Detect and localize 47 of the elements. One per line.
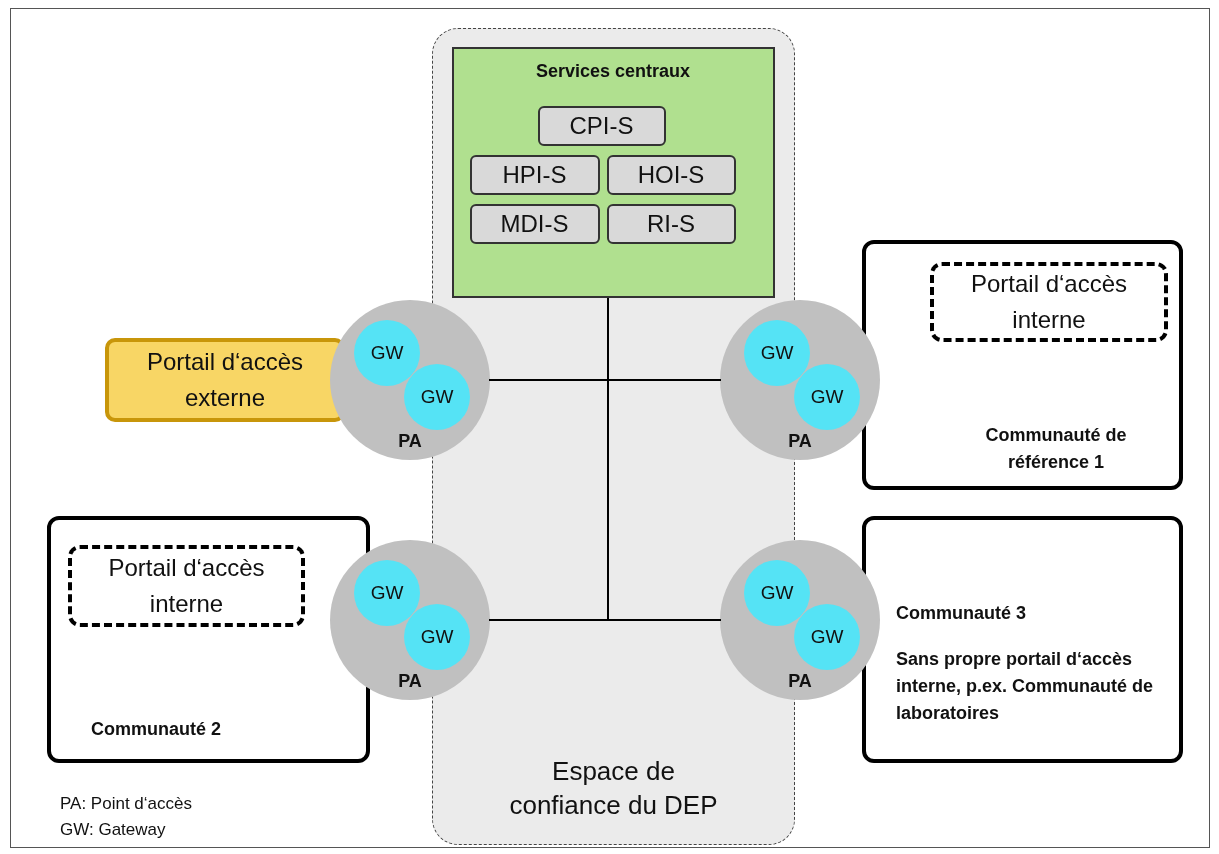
central-services-panel — [451, 46, 775, 298]
service-box — [537, 105, 666, 146]
gateway-circle — [794, 364, 860, 430]
gateway-label: GW — [759, 582, 795, 604]
legend-note: PA: Point d‘accès — [60, 794, 192, 814]
portal-label: Portail d‘accès interne — [969, 269, 1129, 335]
gateway-label: GW — [369, 342, 405, 364]
service-label: HPI-S — [501, 160, 568, 189]
gateway-circle — [354, 320, 420, 386]
access-point-label: PA — [397, 671, 423, 691]
internal-portal-box — [68, 545, 305, 627]
internal-portal-box — [930, 262, 1168, 342]
community-label: Communauté de référence 1 — [984, 424, 1128, 474]
gateway-label: GW — [759, 342, 795, 364]
gateway-label: GW — [809, 386, 845, 408]
gateway-label: GW — [419, 626, 455, 648]
gateway-label: GW — [419, 386, 455, 408]
gateway-circle — [354, 560, 420, 626]
access-point-label: PA — [787, 431, 813, 451]
service-box — [606, 154, 736, 195]
community-label: Communauté 3 — [896, 602, 1028, 625]
service-label: MDI-S — [499, 209, 570, 238]
panel-title: Services centraux — [534, 60, 692, 82]
gateway-circle — [744, 560, 810, 626]
service-label: CPI-S — [568, 111, 635, 140]
access-point-label: PA — [397, 431, 423, 451]
service-box — [469, 154, 600, 195]
gateway-circle — [404, 604, 470, 670]
community-box — [862, 516, 1183, 763]
service-label: HOI-S — [636, 160, 706, 189]
region-label: Espace de confiance du DEP — [508, 755, 719, 822]
service-label: RI-S — [646, 209, 696, 238]
legend-note: GW: Gateway — [60, 820, 166, 840]
portal-label: Portail d‘accès externe — [145, 347, 305, 413]
portal-label: Portail d‘accès interne — [107, 553, 266, 619]
gateway-label: GW — [809, 626, 845, 648]
service-box — [469, 203, 600, 244]
community-box — [47, 516, 370, 763]
service-box — [606, 203, 736, 244]
community-description: Sans propre portail d‘accès interne, p.ex. Communauté de laboratoires — [896, 648, 1155, 725]
gateway-circle — [794, 604, 860, 670]
gateway-circle — [404, 364, 470, 430]
community-box — [862, 240, 1183, 490]
gateway-circle — [744, 320, 810, 386]
gateway-label: GW — [369, 582, 405, 604]
community-label: Communauté 2 — [91, 718, 223, 741]
access-point-label: PA — [787, 671, 813, 691]
